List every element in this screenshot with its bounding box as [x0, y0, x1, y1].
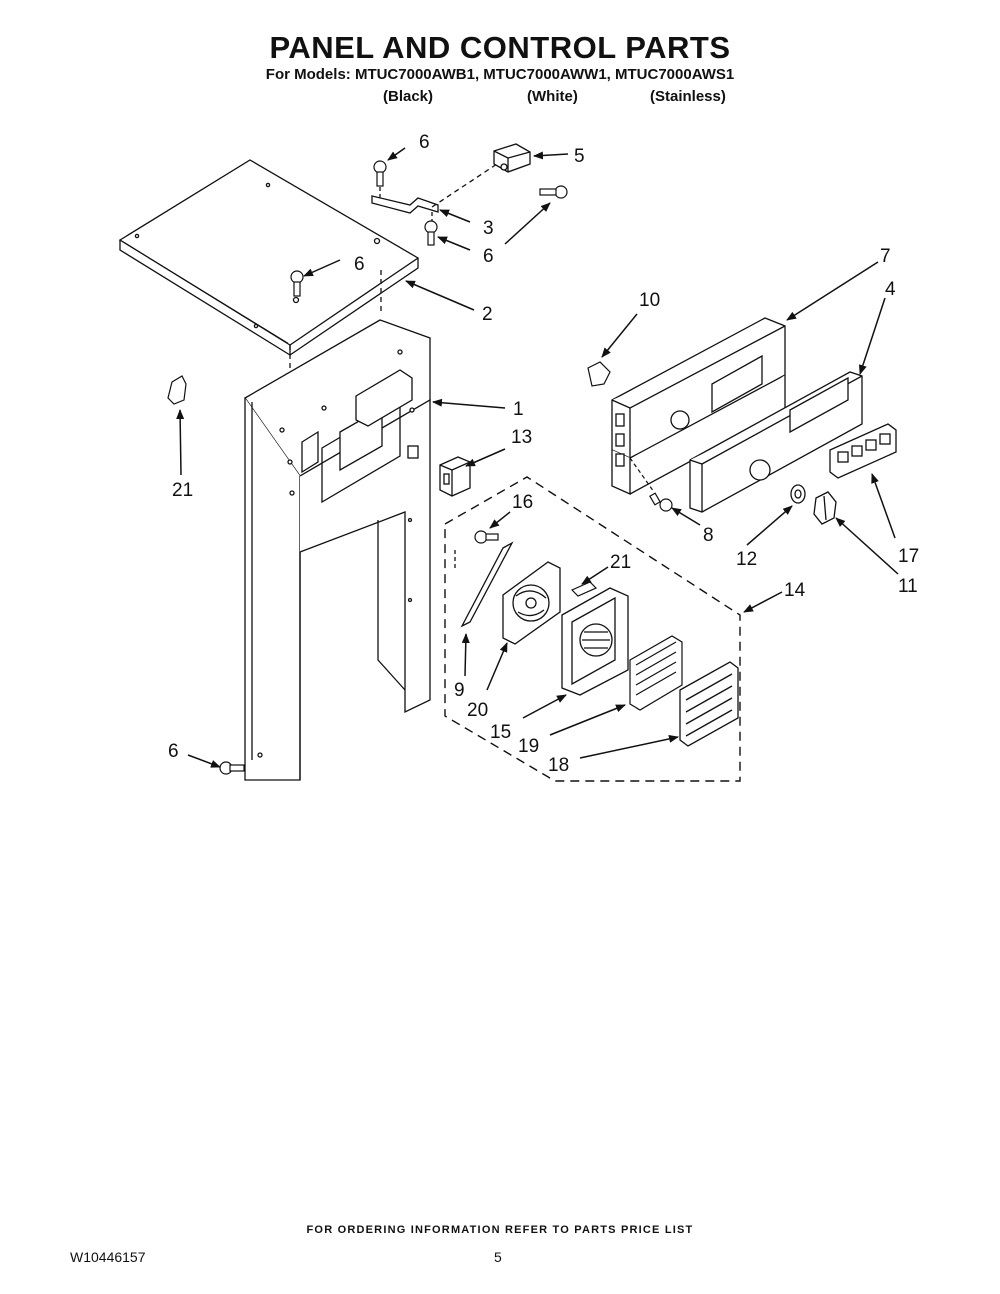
callout-13: 13: [511, 427, 532, 448]
callout-12: 12: [736, 549, 757, 570]
callout-2: 2: [482, 304, 493, 325]
callout-14: 14: [784, 580, 806, 601]
callout-6-panel: 6: [354, 254, 365, 275]
hinge-block-part: [493, 143, 531, 173]
callout-18: 18: [548, 755, 569, 776]
cabinet-frame-part: [244, 319, 431, 781]
panel-screw-part: [587, 361, 673, 512]
callout-6-top: 6: [419, 132, 430, 153]
fan-bracket-part: [454, 541, 514, 628]
document-number: W10446157: [70, 1249, 146, 1265]
callout-1: 1: [513, 399, 524, 420]
hinge-bracket-part: [371, 161, 501, 226]
clip-part: [167, 375, 598, 597]
control-panel-part: [611, 317, 786, 496]
page-title: PANEL AND CONTROL PARTS: [269, 30, 731, 65]
callout-19: 19: [518, 736, 539, 757]
callout-5: 5: [574, 146, 585, 167]
callout-17: 17: [898, 546, 919, 567]
rocker-switch-part: [439, 456, 471, 497]
variant-white: (White): [527, 88, 578, 105]
callout-labels: 6 5 3 6 6 2 7 4 10 1 13 21 16 8 12 17 21…: [168, 132, 919, 776]
callout-8: 8: [703, 525, 714, 546]
top-panel-part: [118, 159, 420, 375]
ordering-note: FOR ORDERING INFORMATION REFER TO PARTS …: [306, 1224, 694, 1236]
variant-stainless: (Stainless): [650, 88, 726, 105]
console-overlay-part: [689, 371, 863, 513]
callout-4: 4: [885, 279, 896, 300]
callout-21-fan: 21: [610, 552, 631, 573]
callout-11: 11: [898, 576, 918, 597]
fan-part: [502, 561, 561, 645]
models-line: For Models: MTUC7000AWB1, MTUC7000AWW1, …: [265, 66, 735, 83]
filter-part: [629, 635, 683, 711]
callout-3: 3: [483, 218, 494, 239]
callout-10: 10: [639, 290, 660, 311]
callout-16: 16: [512, 492, 533, 513]
callout-15: 15: [490, 722, 511, 743]
fan-shroud-part: [561, 587, 629, 696]
knob-part: [790, 484, 837, 525]
callout-6-right: 6: [483, 246, 494, 267]
callout-21-left: 21: [172, 480, 193, 501]
screw-part: [219, 160, 568, 775]
variant-black: (Black): [383, 88, 434, 105]
callout-20: 20: [467, 700, 488, 721]
page-number: 5: [494, 1249, 502, 1265]
fan-kit-outline: [444, 476, 741, 782]
grille-part: [679, 661, 739, 747]
fan-screw-part: [474, 530, 499, 544]
callout-6-bottom: 6: [168, 741, 179, 762]
callout-7: 7: [880, 246, 891, 267]
callout-9: 9: [454, 680, 465, 701]
leader-lines: [176, 147, 899, 768]
switch-board-part: [829, 423, 897, 479]
